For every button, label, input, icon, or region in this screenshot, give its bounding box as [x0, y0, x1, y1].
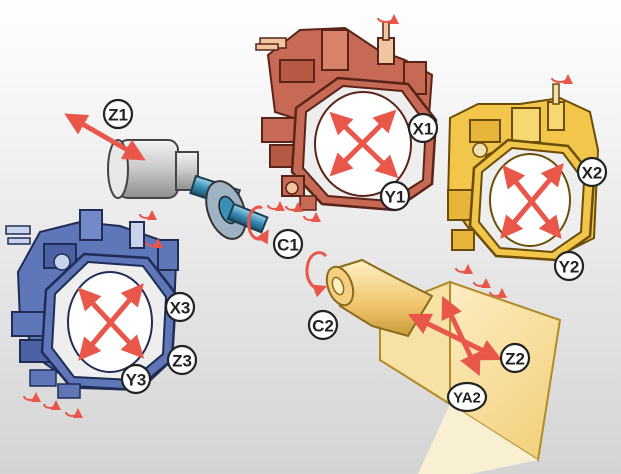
- axis-label-x2: X2: [576, 156, 608, 188]
- axis-label-x1-text: X1: [413, 120, 434, 139]
- turret-lower-left: [5, 209, 179, 419]
- axis-label-y1: Y1: [379, 180, 411, 212]
- drill-tool: [377, 37, 395, 65]
- tool-block: [157, 239, 179, 271]
- drill-tool: [5, 225, 31, 235]
- axis-label-y1-text: Y1: [385, 188, 406, 207]
- tool-block: [79, 209, 103, 241]
- axis-label-x2-text: X2: [582, 164, 603, 183]
- axis-label-z2-text: Z2: [505, 350, 525, 369]
- axis-label-c1-text: C1: [277, 236, 299, 255]
- axis-label-x1: X1: [407, 112, 439, 144]
- rotation-arrow-icon: [551, 74, 573, 85]
- axis-label-ya2-text: YA2: [453, 390, 481, 407]
- rotation-arrow-icon: [305, 251, 328, 298]
- rotation-arrow-icon: [65, 408, 83, 419]
- drill-tool: [547, 101, 565, 131]
- rotation-arrow-icon: [23, 392, 41, 403]
- tool-block: [279, 59, 315, 83]
- rotation-arrow-icon: [145, 238, 163, 249]
- move-arrow-icon: [77, 283, 145, 361]
- rotation-arrow-icon: [285, 202, 303, 213]
- tool-block: [447, 189, 473, 221]
- tool-block: [11, 311, 45, 337]
- axis-label-z1: Z1: [102, 98, 134, 130]
- tool-block: [469, 119, 501, 143]
- axis-label-y3: Y3: [120, 363, 152, 395]
- drill-tool: [7, 237, 31, 245]
- rotation-arrow-icon: [43, 400, 61, 411]
- axis-label-z3-text: Z3: [172, 352, 192, 371]
- axis-label-y2: Y2: [553, 250, 585, 282]
- drill-tool: [129, 221, 145, 249]
- rotation-arrow-icon: [247, 205, 269, 245]
- axis-label-y2-text: Y2: [559, 258, 580, 277]
- axis-label-c2-text: C2: [312, 317, 334, 336]
- turret-upper-left: [255, 14, 438, 223]
- axis-label-x3: X3: [164, 291, 196, 323]
- axis-label-z3: Z3: [166, 344, 198, 376]
- axis-label-ya2: YA2: [446, 381, 488, 413]
- drill-tool: [552, 83, 560, 105]
- sub-spindle-assembly: [305, 251, 562, 474]
- move-arrow-icon: [64, 113, 146, 161]
- axis-label-z2: Z2: [499, 342, 531, 374]
- rotation-arrow-icon: [303, 212, 321, 223]
- rotation-arrow-icon: [455, 264, 473, 275]
- move-arrow-icon: [500, 163, 564, 240]
- drill-tool: [255, 43, 279, 51]
- tool-block: [511, 107, 541, 143]
- axis-label-c2: C2: [307, 309, 339, 341]
- axis-label-x3-text: X3: [170, 299, 191, 318]
- rotation-arrow-icon: [139, 210, 157, 221]
- rotation-arrow-icon: [267, 201, 285, 212]
- axis-label-c1: C1: [272, 228, 304, 260]
- move-arrow-icon: [407, 295, 503, 377]
- axis-label-z1-text: Z1: [108, 106, 128, 125]
- rotation-arrow-icon: [377, 14, 399, 25]
- rotation-arrow-icon: [473, 278, 491, 289]
- axis-label-y3-text: Y3: [126, 371, 147, 390]
- move-arrow-icon: [329, 109, 399, 179]
- turret-right: [446, 74, 600, 299]
- rotation-arrow-icon: [489, 288, 507, 299]
- tool-block: [321, 29, 349, 71]
- tool-block: [451, 229, 475, 251]
- drill-tool: [382, 21, 390, 41]
